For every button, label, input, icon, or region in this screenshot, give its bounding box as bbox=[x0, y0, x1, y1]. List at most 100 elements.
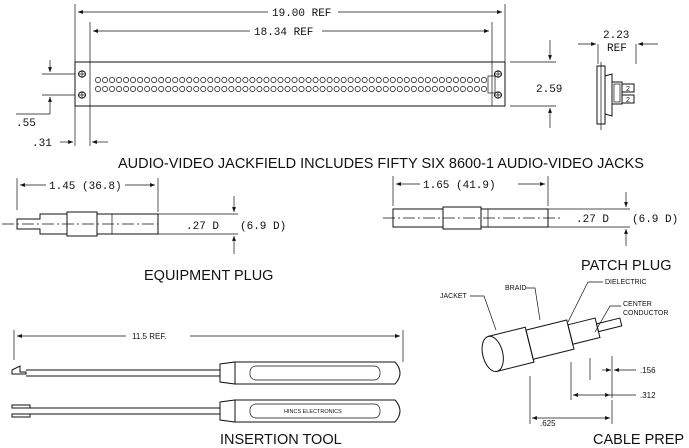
jack-icon bbox=[95, 77, 101, 83]
jack-icon bbox=[158, 77, 165, 83]
jack-icon bbox=[95, 86, 101, 92]
jack-icon bbox=[137, 86, 144, 92]
jack-icon bbox=[438, 77, 445, 83]
insertion-tool-caption: INSERTION TOOL bbox=[220, 432, 342, 448]
jack-icon bbox=[474, 77, 480, 83]
jack-icon bbox=[424, 77, 431, 83]
jack-icon bbox=[361, 77, 368, 83]
jack-icon bbox=[298, 86, 305, 92]
dim-hole-spacing: .55 bbox=[16, 118, 36, 130]
jack-icon bbox=[228, 77, 235, 83]
jack-icon bbox=[467, 86, 473, 92]
patch-plug: 1.65 (41.9) .27 D (6.9 D) bbox=[383, 176, 678, 246]
label-braid: BRAID bbox=[505, 285, 526, 292]
jack-icon bbox=[368, 86, 375, 92]
jack-icon bbox=[410, 77, 417, 83]
jack-icon bbox=[249, 86, 256, 92]
jack-icon bbox=[319, 86, 326, 92]
jack-icon bbox=[221, 77, 228, 83]
jack-icon bbox=[467, 77, 473, 83]
jack-icon bbox=[109, 77, 115, 83]
jack-icon bbox=[186, 86, 193, 92]
jack-icon bbox=[116, 86, 123, 92]
jack-icon bbox=[144, 77, 151, 83]
jack-icon bbox=[333, 77, 340, 83]
jack-icon bbox=[193, 86, 200, 92]
jack-icon bbox=[305, 77, 312, 83]
jack-icon bbox=[214, 86, 221, 92]
jack-icon bbox=[277, 86, 284, 92]
jack-icon bbox=[298, 77, 305, 83]
tool-handle bbox=[234, 361, 401, 385]
jack-icon bbox=[165, 77, 172, 83]
patch-plug-length: 1.65 (41.9) bbox=[423, 180, 496, 192]
dim-side-depth: 2.23 bbox=[603, 30, 629, 42]
jack-icon bbox=[186, 77, 193, 83]
jack-icon bbox=[424, 86, 431, 92]
jack-icon bbox=[291, 86, 298, 92]
jack-icon bbox=[263, 86, 270, 92]
jack-icon bbox=[172, 86, 179, 92]
jack-icon bbox=[277, 77, 284, 83]
dim-braid-strip: .625 bbox=[540, 419, 556, 428]
jack-icon bbox=[144, 86, 151, 92]
jack-icon bbox=[452, 77, 459, 83]
jack-icon bbox=[431, 86, 438, 92]
jack-icon bbox=[242, 86, 249, 92]
jack-icon bbox=[389, 77, 396, 83]
svg-text:2: 2 bbox=[626, 86, 630, 93]
jack-icon bbox=[326, 77, 333, 83]
jack-icon bbox=[460, 77, 466, 83]
jack-icon bbox=[431, 77, 438, 83]
jack-icon bbox=[333, 86, 340, 92]
jack-icon bbox=[179, 86, 186, 92]
label-dielectric: DIELECTRIC bbox=[605, 279, 647, 286]
equipment-plug-diameter: .27 D bbox=[186, 221, 219, 233]
jack-icon bbox=[382, 86, 389, 92]
jack-icon bbox=[305, 86, 312, 92]
dim-overall-width: 19.00 REF bbox=[272, 8, 331, 20]
equipment-plug-caption: EQUIPMENT PLUG bbox=[144, 268, 273, 284]
svg-text:2: 2 bbox=[626, 97, 630, 104]
jack-icon bbox=[340, 86, 347, 92]
jack-icon bbox=[263, 77, 270, 83]
center-conductor bbox=[595, 317, 623, 333]
jack-icon bbox=[452, 86, 459, 92]
braid-section bbox=[525, 319, 575, 360]
jack-icon bbox=[102, 86, 108, 92]
jack-icon bbox=[249, 77, 256, 83]
jackfield-panel: 19.00 REF 18.34 REF 2.59 bbox=[16, 4, 562, 150]
label-center: CENTER bbox=[623, 301, 652, 308]
patch-plug-diameter-metric: (6.9 D) bbox=[632, 214, 678, 226]
jack-icon bbox=[354, 77, 361, 83]
jack-icon bbox=[340, 77, 347, 83]
jack-icon bbox=[235, 77, 242, 83]
jack-icon bbox=[123, 77, 130, 83]
jack-icon bbox=[228, 86, 235, 92]
jack-icon bbox=[481, 86, 487, 92]
jack-icon bbox=[291, 77, 298, 83]
jack-icon bbox=[382, 77, 389, 83]
jack-icon bbox=[312, 86, 319, 92]
jack-icon bbox=[256, 77, 263, 83]
tool-handle bbox=[234, 399, 401, 423]
dim-inner-width: 18.34 REF bbox=[254, 27, 313, 39]
jack-icon bbox=[123, 86, 130, 92]
jack-icon bbox=[200, 77, 207, 83]
jack-icon bbox=[417, 77, 424, 83]
equipment-plug-length: 1.45 (36.8) bbox=[49, 181, 122, 193]
jack-icon bbox=[481, 77, 487, 83]
jack-icon bbox=[235, 86, 242, 92]
jack-icon bbox=[270, 77, 277, 83]
jack-icon bbox=[151, 77, 158, 83]
jack-icon bbox=[445, 86, 452, 92]
jack-icon bbox=[347, 86, 354, 92]
jack-icon bbox=[151, 86, 158, 92]
jack-icon bbox=[438, 86, 445, 92]
jack-icon bbox=[270, 86, 277, 92]
jack-icon bbox=[319, 77, 326, 83]
jack-icon bbox=[158, 86, 165, 92]
jack-icon bbox=[312, 77, 319, 83]
jack-icon bbox=[207, 86, 214, 92]
